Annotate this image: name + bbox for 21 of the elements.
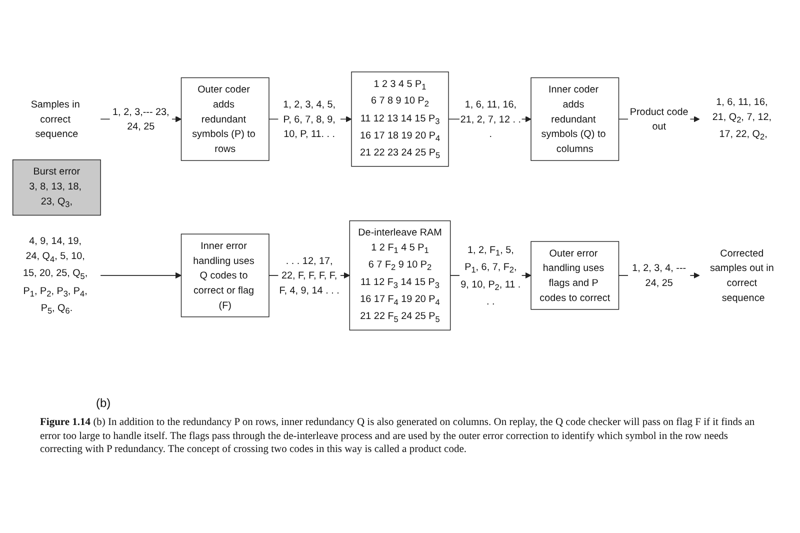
- node-box: Inner coder adds redundant symbols (Q) to columns: [530, 77, 620, 161]
- node-box: Outer coder adds redundant symbols (P) to rows: [180, 77, 270, 161]
- node-box: Outer error handling uses flags and P codes to correct: [530, 241, 620, 310]
- arrow: [100, 272, 182, 279]
- edge-label: 1, 6, 11, 16, 21, 2, 7, 12 . . .: [460, 98, 521, 140]
- node-text: 1, 6, 11, 16, 21, Q$_{2}$, 7, 12, 17, 22, Q$_{2}$,: [712, 96, 772, 142]
- node-box: De-interleave RAM 1 2 F$_{1}$ 4 5 P$_{1}$ 6 7 F$_{2}$ 9 10 P$_{2}$ 11 12 F$_{3}$ 14 15 P$_{3}$ 16 17 F$_{4}$ 19 20 P$_{4}$ 21 22 F$_{5}$ 24 25 P$_{5}$: [349, 220, 451, 330]
- node-text: Samples in correct sequence: [30, 98, 80, 140]
- node-box: Burst error 3, 8, 13, 18, 23, Q$_{3}$,: [12, 159, 101, 216]
- edge-label: 1, 2, 3,--- 23, 24, 25: [112, 106, 170, 132]
- edge-label: 1, 2, 3, 4, 5, P, 6, 7, 8, 9, 10, P, 11. . .: [283, 98, 336, 140]
- edge-label: 1, 2, F$_{1}$, 5, P$_{1}$, 6, 7, F$_{2}$, 9, 10, P$_{2}$, 11 . . .: [460, 244, 521, 307]
- node-box: 1 2 3 4 5 P$_{1}$ 6 7 8 9 10 P$_{2}$ 11 12 13 14 15 P$_{3}$ 16 17 18 19 20 P$_{4}$ 21 22 23 24 25 P$_{5}$: [351, 72, 449, 167]
- edge-label: 1, 2, 3, 4, --- 24, 25: [632, 262, 686, 288]
- edge-label: Product code out: [630, 106, 688, 132]
- node-box: Inner error handling uses Q codes to correct or flag (F): [180, 234, 270, 318]
- figure-caption: Figure 1.14 (b) In addition to the redundancy P on rows, inner redundancy Q is also generated on columns. On replay, the Q code checker will pass on flag F if it finds an error too large to handle itself. The flags pass through the de-interleave process and are used by the outer error correction to identify which symbol in the row needs correcting with P redundancy. The concept of crossing two codes in this way is called a product code.: [40, 416, 756, 457]
- panel-label: (b): [96, 396, 111, 410]
- edge-label: . . . 12, 17, 22, F, F, F, F, F, 4, 9, 14 . . .: [279, 254, 340, 296]
- node-text: 4, 9, 14, 19, 24, Q$_{4}$, 5, 10, 15, 20, 25, Q$_{5}$, P$_{1}$, P$_{2}$, P$_{3}$, P$_{4}$, P$_{5}$, Q$_{6}$.: [23, 235, 88, 316]
- node-text: Corrected samples out in correct sequence: [710, 247, 774, 304]
